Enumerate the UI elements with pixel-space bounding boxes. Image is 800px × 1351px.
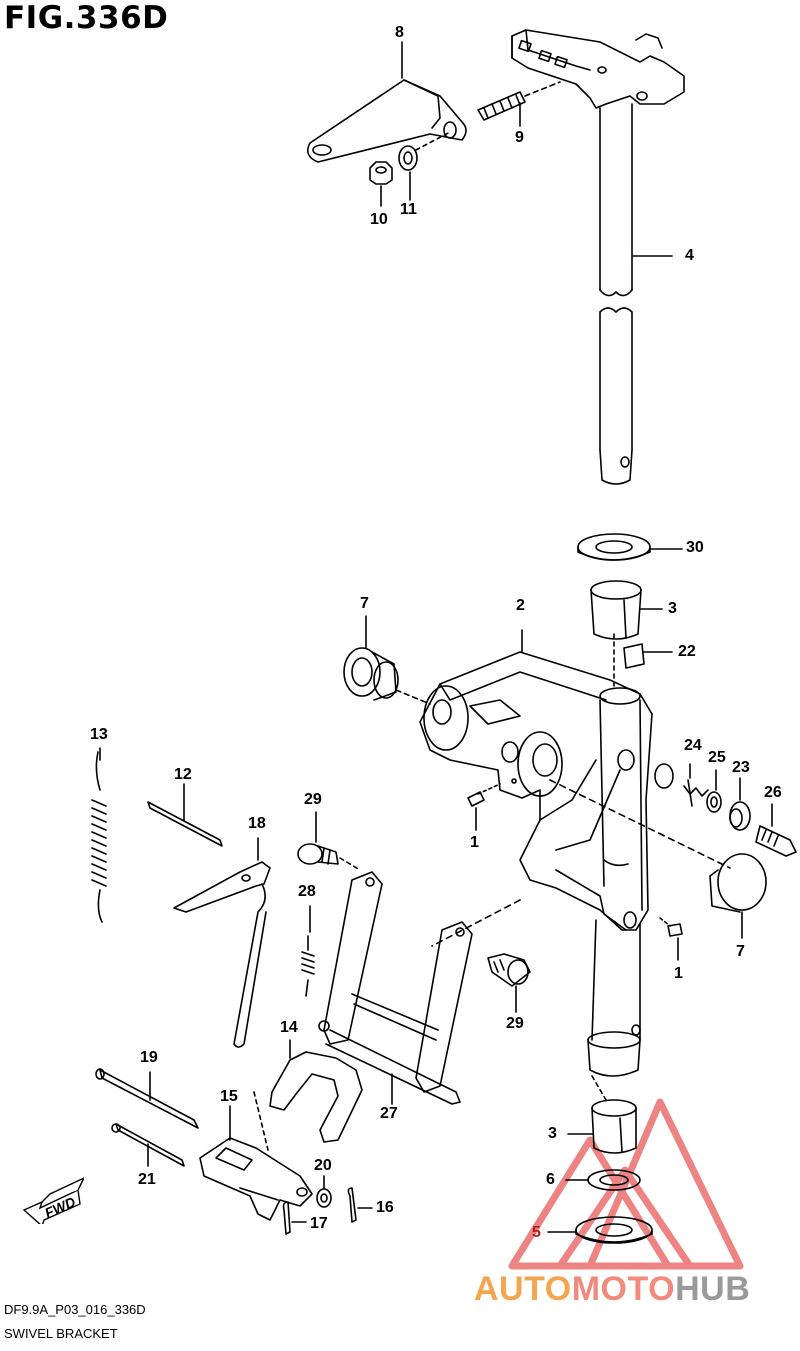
figure-caption: SWIVEL BRACKET: [4, 1326, 118, 1341]
callout-23: 23: [732, 759, 750, 776]
rod-part: [147, 783, 223, 847]
watermark-triangle-icon: [508, 1098, 744, 1270]
callout-20: 20: [314, 1157, 332, 1174]
callout-7-upper: 7: [360, 595, 369, 612]
cotter-pin-left-part: [282, 1201, 307, 1235]
callout-4: 4: [685, 247, 694, 264]
callout-30: 30: [686, 539, 704, 556]
steering-bracket-part: [307, 41, 467, 163]
retainer-part: [613, 633, 673, 691]
callout-3-upper: 3: [668, 600, 677, 617]
figure-code: DF9.9A_P03_016_336D: [4, 1302, 146, 1317]
figure-title: FIG.336D: [4, 0, 169, 36]
callout-3-lower: 3: [548, 1125, 557, 1142]
pin-short-part: [111, 1123, 185, 1167]
swivel-bracket-part: [419, 629, 731, 1101]
callout-11: 11: [400, 201, 417, 218]
callout-26: 26: [764, 784, 782, 801]
flange-bushing-left-part: [343, 615, 431, 705]
watermark-text: AUTOMOTOHUB: [474, 1270, 750, 1309]
callout-28: 28: [298, 883, 316, 900]
small-washer-part: [316, 1175, 332, 1208]
callout-7-lower: 7: [736, 943, 745, 960]
callout-13: 13: [90, 726, 108, 743]
bushing-upper-part: [590, 580, 663, 640]
callout-15: 15: [220, 1088, 238, 1105]
callout-29-upper: 29: [304, 791, 322, 808]
callout-1-upper: 1: [470, 834, 479, 851]
watermark-moto: MOTO: [571, 1270, 676, 1308]
cotter-pin-right-part: [347, 1187, 373, 1223]
callout-5: 5: [532, 1224, 541, 1241]
callout-9: 9: [515, 129, 524, 146]
grease-nipple-right-part: [659, 917, 683, 961]
callout-19: 19: [140, 1049, 158, 1066]
callout-18: 18: [248, 815, 266, 832]
tilt-lock-bracket-part: [199, 1105, 313, 1221]
callout-22: 22: [678, 643, 696, 660]
callout-8: 8: [395, 24, 404, 41]
washer-large-part: [547, 1216, 653, 1244]
clip-part: [253, 1039, 363, 1151]
thrust-washer-part: [577, 533, 683, 561]
callout-21: 21: [138, 1171, 156, 1188]
callout-29-lower: 29: [506, 1015, 524, 1032]
bolt-lower-part: [487, 953, 531, 1013]
bolt-upper-part: [297, 811, 361, 871]
spring-small-part: [301, 905, 315, 997]
callout-2: 2: [516, 597, 525, 614]
tension-spring-part: [91, 747, 107, 923]
forward-direction-arrow-icon: FWD: [22, 1177, 84, 1224]
callout-14: 14: [280, 1019, 298, 1036]
reverse-lock-spring-parts: [654, 763, 797, 857]
tilt-arm-part: [318, 871, 473, 1105]
callout-16: 16: [376, 1199, 394, 1216]
pin-long-part: [95, 1068, 199, 1129]
callout-12: 12: [174, 766, 192, 783]
callout-17: 17: [310, 1215, 328, 1232]
watermark-auto: AUTO: [474, 1270, 572, 1308]
steering-shaft-part: [511, 29, 685, 485]
callout-27: 27: [380, 1105, 398, 1122]
grease-nipple-left-part: [467, 783, 501, 831]
callout-24: 24: [684, 737, 702, 754]
nut-washer-parts: [369, 131, 451, 207]
stud-part: [477, 81, 561, 127]
lever-part: [173, 837, 271, 1048]
callout-6: 6: [546, 1171, 555, 1188]
callout-25: 25: [708, 749, 726, 766]
bushing-lower-part: [567, 1099, 637, 1154]
callout-10: 10: [370, 211, 388, 228]
callout-1-lower: 1: [674, 965, 683, 982]
watermark-hub: HUB: [675, 1270, 751, 1308]
flange-bushing-right-part: [709, 853, 767, 939]
thrust-washer-small-part: [565, 1169, 641, 1191]
